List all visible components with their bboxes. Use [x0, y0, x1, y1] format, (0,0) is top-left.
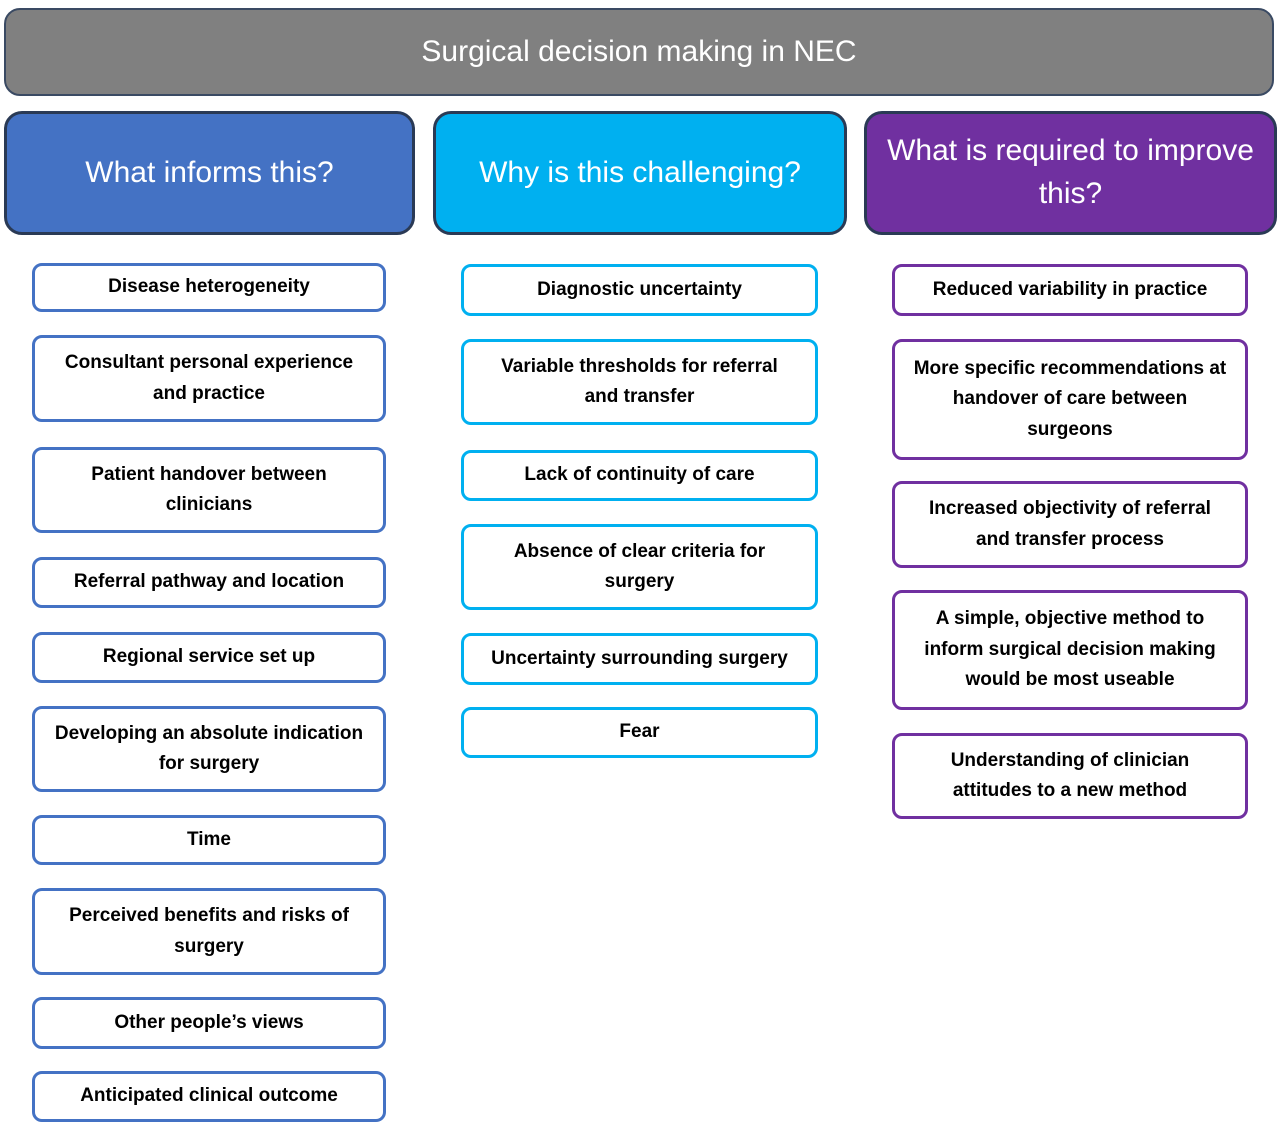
- factor-box: Consultant personal experience and pract…: [32, 335, 386, 422]
- factor-box: Patient handover between clinicians: [32, 447, 386, 533]
- challenge-box: Diagnostic uncertainty: [461, 264, 818, 316]
- column-heading-what-required: What is required to improve this?: [864, 111, 1277, 235]
- requirement-box: A simple, objective method to inform sur…: [892, 590, 1248, 710]
- challenge-box: Lack of continuity of care: [461, 450, 818, 501]
- factor-box: Time: [32, 815, 386, 865]
- factor-box: Other people’s views: [32, 997, 386, 1049]
- requirement-box: Increased objectivity of referral and tr…: [892, 481, 1248, 568]
- factor-box: Developing an absolute indication for su…: [32, 706, 386, 792]
- factor-box: Referral pathway and location: [32, 557, 386, 608]
- factor-box: Disease heterogeneity: [32, 263, 386, 312]
- requirement-box: Reduced variability in practice: [892, 264, 1248, 316]
- factor-box: Regional service set up: [32, 632, 386, 683]
- challenge-box: Absence of clear criteria for surgery: [461, 524, 818, 610]
- diagram-title: Surgical decision making in NEC: [4, 8, 1274, 96]
- column-heading-why-challenging: Why is this challenging?: [433, 111, 847, 235]
- challenge-box: Fear: [461, 707, 818, 758]
- factor-box: Anticipated clinical outcome: [32, 1071, 386, 1122]
- challenge-box: Variable thresholds for referral and tra…: [461, 339, 818, 425]
- column-heading-what-informs: What informs this?: [4, 111, 415, 235]
- challenge-box: Uncertainty surrounding surgery: [461, 633, 818, 685]
- requirement-box: More specific recommendations at handove…: [892, 339, 1248, 460]
- requirement-box: Understanding of clinician attitudes to …: [892, 733, 1248, 819]
- factor-box: Perceived benefits and risks of surgery: [32, 888, 386, 975]
